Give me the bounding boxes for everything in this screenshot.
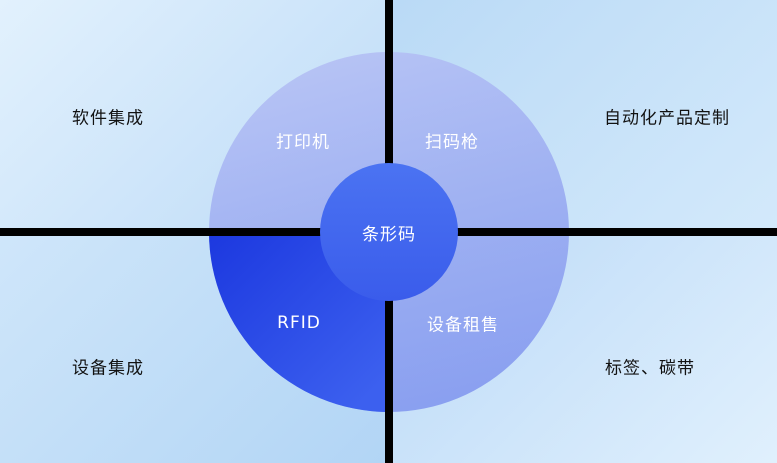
corner-label-equipment-integration: 设备集成 [72,358,144,379]
center-circle: 条形码 [320,163,458,301]
center-label-barcode: 条形码 [362,224,416,245]
ring-label-scanner: 扫码枪 [425,132,479,153]
corner-label-automation-product-customization: 自动化产品定制 [604,108,730,129]
ring-label-equipment-rental: 设备租售 [427,315,499,336]
ring-label-rfid: RFID [277,313,321,333]
ring-label-printer: 打印机 [276,132,330,153]
corner-label-software-integration: 软件集成 [72,108,144,129]
corner-label-labels-ribbons: 标签、碳带 [605,358,695,379]
